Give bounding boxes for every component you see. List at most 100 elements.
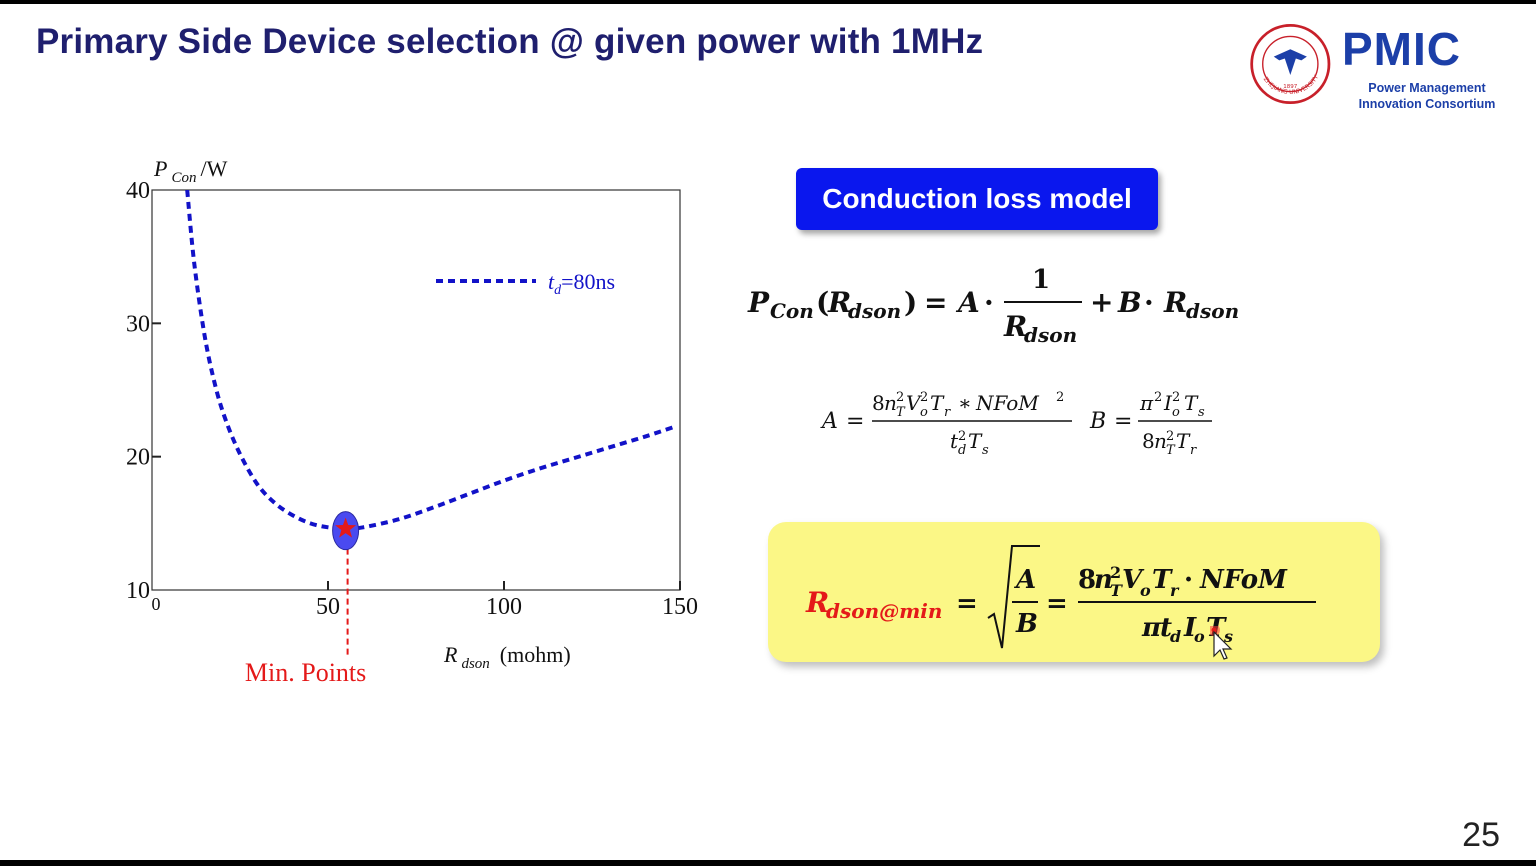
svg-text:dson: dson bbox=[848, 299, 901, 323]
svg-text:B: B bbox=[1015, 609, 1038, 639]
slide-title: Primary Side Device selection @ given po… bbox=[36, 22, 984, 61]
svg-text:·: · bbox=[1144, 286, 1154, 319]
svg-text:2: 2 bbox=[896, 390, 904, 405]
svg-text:I: I bbox=[1183, 613, 1197, 643]
svg-text:T: T bbox=[1166, 443, 1176, 458]
svg-text:T: T bbox=[1110, 581, 1123, 600]
svg-text:2: 2 bbox=[958, 429, 966, 444]
svg-text:2: 2 bbox=[1166, 429, 1174, 444]
svg-text:2: 2 bbox=[920, 390, 928, 405]
svg-text:π: π bbox=[1141, 613, 1162, 643]
svg-text:o: o bbox=[1172, 405, 1180, 420]
svg-text:2: 2 bbox=[1056, 390, 1064, 405]
svg-text:R: R bbox=[1163, 286, 1187, 319]
svg-text:=: = bbox=[924, 286, 947, 319]
y-tick-label: 30 bbox=[126, 311, 150, 337]
x-tick-label: 150 bbox=[662, 594, 698, 620]
min-point-star-icon bbox=[335, 517, 357, 538]
svg-text:s: s bbox=[982, 443, 989, 458]
svg-text:d: d bbox=[958, 443, 966, 458]
svg-text:1: 1 bbox=[1032, 265, 1050, 295]
svg-text:A: A bbox=[955, 286, 980, 319]
svg-text:(: ( bbox=[816, 286, 829, 319]
svg-text:R: R bbox=[1003, 310, 1027, 343]
svg-text:s: s bbox=[1198, 405, 1205, 420]
y-tick-label: 40 bbox=[126, 178, 150, 204]
svg-text:T: T bbox=[968, 429, 983, 453]
svg-text:T: T bbox=[930, 391, 945, 415]
ab-coefficients-equation: A = 8 n 2 T V 2 o T r ∗ NFoM 2 t 2 d T s… bbox=[820, 390, 1212, 458]
svg-text:o: o bbox=[1140, 581, 1151, 600]
pcon-equation: P Con ( R dson ) = A · 1 R dson + B · R … bbox=[747, 265, 1239, 347]
svg-text:V: V bbox=[1122, 565, 1145, 595]
svg-text:P: P bbox=[747, 286, 770, 319]
svg-text:V: V bbox=[906, 391, 923, 415]
svg-text:NFoM: NFoM bbox=[975, 391, 1039, 415]
y-tick-label: 10 bbox=[126, 578, 150, 604]
svg-text:T: T bbox=[896, 405, 906, 420]
svg-text:r: r bbox=[944, 405, 951, 420]
svg-text:n: n bbox=[1094, 565, 1113, 595]
x-tick-label: 100 bbox=[486, 594, 522, 620]
top-border bbox=[0, 0, 1536, 4]
seal-year: 1897 bbox=[1283, 84, 1298, 90]
svg-text:·: · bbox=[1184, 565, 1193, 595]
svg-text:T: T bbox=[1152, 565, 1173, 595]
rdson-min-box bbox=[768, 522, 1380, 662]
svg-text:=: = bbox=[1114, 409, 1132, 434]
svg-text:r: r bbox=[1190, 443, 1197, 458]
svg-text:o: o bbox=[920, 405, 928, 420]
plot-frame bbox=[151, 189, 681, 591]
svg-text:8: 8 bbox=[1142, 429, 1155, 453]
svg-text:I: I bbox=[1163, 391, 1173, 415]
pmic-wordmark: PMIC bbox=[1342, 23, 1461, 75]
svg-text:8: 8 bbox=[872, 391, 885, 415]
svg-text:2: 2 bbox=[1172, 390, 1180, 405]
svg-text:=: = bbox=[846, 409, 864, 434]
svg-text:B: B bbox=[1089, 409, 1106, 434]
svg-text:=: = bbox=[1046, 589, 1068, 619]
svg-text:B: B bbox=[1117, 286, 1142, 319]
x-tick-label: 0 bbox=[152, 594, 161, 614]
svg-text:A: A bbox=[820, 409, 838, 434]
y-tick-label: 20 bbox=[126, 445, 150, 471]
svg-text:π: π bbox=[1139, 391, 1154, 415]
series-line-0 bbox=[185, 190, 674, 531]
page-number: 25 bbox=[1462, 816, 1500, 854]
svg-text:∗: ∗ bbox=[958, 391, 972, 415]
mouse-pointer-icon bbox=[1210, 626, 1233, 660]
svg-text:R: R bbox=[827, 286, 851, 319]
svg-text:dson: dson bbox=[1024, 323, 1077, 347]
min-point-label: Min. Points bbox=[245, 658, 366, 687]
svg-text:T: T bbox=[1176, 429, 1191, 453]
rdson-min-equation: R dson@min = A B = 8 n 2 T V o T r · NFo… bbox=[805, 545, 1316, 649]
svg-text:2: 2 bbox=[1110, 563, 1121, 582]
svg-text:t: t bbox=[1160, 613, 1172, 643]
svg-text:+: + bbox=[1090, 286, 1113, 319]
svg-text:=: = bbox=[956, 589, 978, 619]
svg-text:Con: Con bbox=[770, 299, 814, 323]
svg-text:o: o bbox=[1194, 627, 1205, 646]
svg-text:dson: dson bbox=[1186, 299, 1239, 323]
svg-text:R: R bbox=[805, 586, 829, 619]
svg-text:d: d bbox=[1170, 627, 1181, 646]
svg-text:A: A bbox=[1013, 565, 1036, 595]
svg-text:·: · bbox=[984, 286, 994, 319]
svg-text:r: r bbox=[1170, 581, 1180, 600]
legend-label: td=80ns bbox=[548, 269, 615, 298]
svg-text:T: T bbox=[1184, 391, 1199, 415]
logo-subtitle-1: Power Management bbox=[1368, 81, 1486, 95]
x-tick-label: 50 bbox=[316, 594, 340, 620]
svg-text:n: n bbox=[884, 391, 897, 415]
svg-text:NFoM: NFoM bbox=[1199, 565, 1288, 595]
conduction-loss-model-badge: Conduction loss model bbox=[796, 168, 1158, 230]
bottom-border bbox=[0, 860, 1536, 866]
svg-text:dson@min: dson@min bbox=[826, 599, 942, 623]
svg-text:t: t bbox=[950, 429, 959, 453]
svg-text:): ) bbox=[904, 286, 917, 319]
svg-text:s: s bbox=[1223, 627, 1233, 646]
